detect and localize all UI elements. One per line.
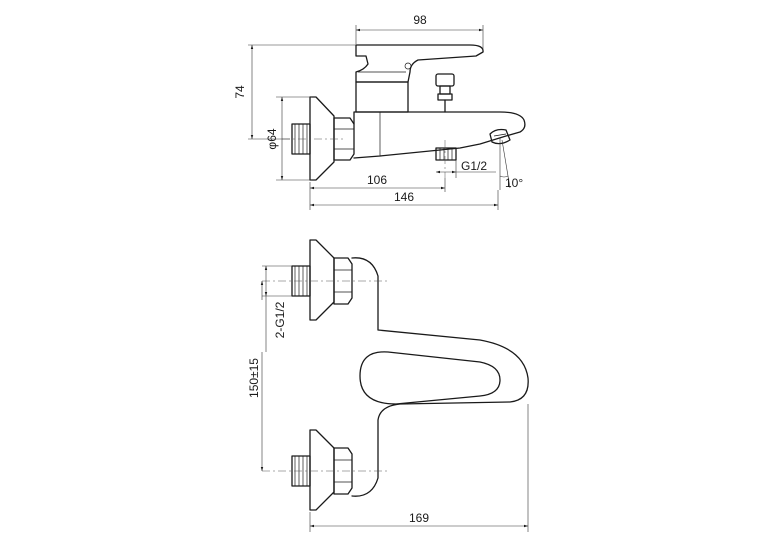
dim-inner-label: 106 <box>367 173 387 187</box>
top-upper-hex-nut <box>333 257 353 305</box>
dim-thread: G1/2 <box>436 159 496 178</box>
dim-height-label: 74 <box>233 85 247 99</box>
side-wall-flange <box>309 96 335 181</box>
top-lower-hex-nut <box>333 447 353 495</box>
side-body-spout <box>353 111 526 159</box>
dim-diameter: φ64 <box>265 96 312 181</box>
dim-inner: 106 <box>309 173 446 210</box>
dim-spacing-label: 150±15 <box>247 358 261 398</box>
dim-width-top: 98 <box>355 13 484 50</box>
top-view: 2-G1/2 150±15 169 <box>247 239 529 532</box>
dim-overall-top: 169 <box>309 404 529 532</box>
side-diverter-knob <box>435 73 455 113</box>
dim-diameter-label: φ64 <box>265 128 279 149</box>
top-upper-flange <box>309 239 335 321</box>
dim-overall-side: 146 <box>310 190 499 210</box>
top-lower-flange <box>309 429 335 511</box>
dim-thread-pair: 2-G1/2 <box>262 265 292 352</box>
dim-angle: 10° <box>499 138 523 190</box>
dim-spacing: 150±15 <box>247 281 264 471</box>
side-lever-handle <box>355 44 484 83</box>
dim-angle-label: 10° <box>505 176 523 190</box>
side-aerator <box>489 128 511 145</box>
dim-overall-top-label: 169 <box>409 511 429 525</box>
dim-width-top-label: 98 <box>413 13 427 27</box>
dim-overall-side-label: 146 <box>394 190 414 204</box>
dim-thread-label: G1/2 <box>461 159 487 173</box>
side-hex-nut <box>333 117 355 161</box>
dim-thread-pair-label: 2-G1/2 <box>273 301 287 338</box>
side-cartridge-housing <box>355 81 409 113</box>
dim-height: 74 <box>233 44 356 140</box>
top-body-outline <box>351 257 529 497</box>
side-view: 98 74 φ64 G1/2 10° <box>233 13 526 210</box>
top-lever-handle <box>359 351 501 405</box>
side-shower-outlet <box>435 147 457 161</box>
side-lever-screw <box>404 62 412 70</box>
